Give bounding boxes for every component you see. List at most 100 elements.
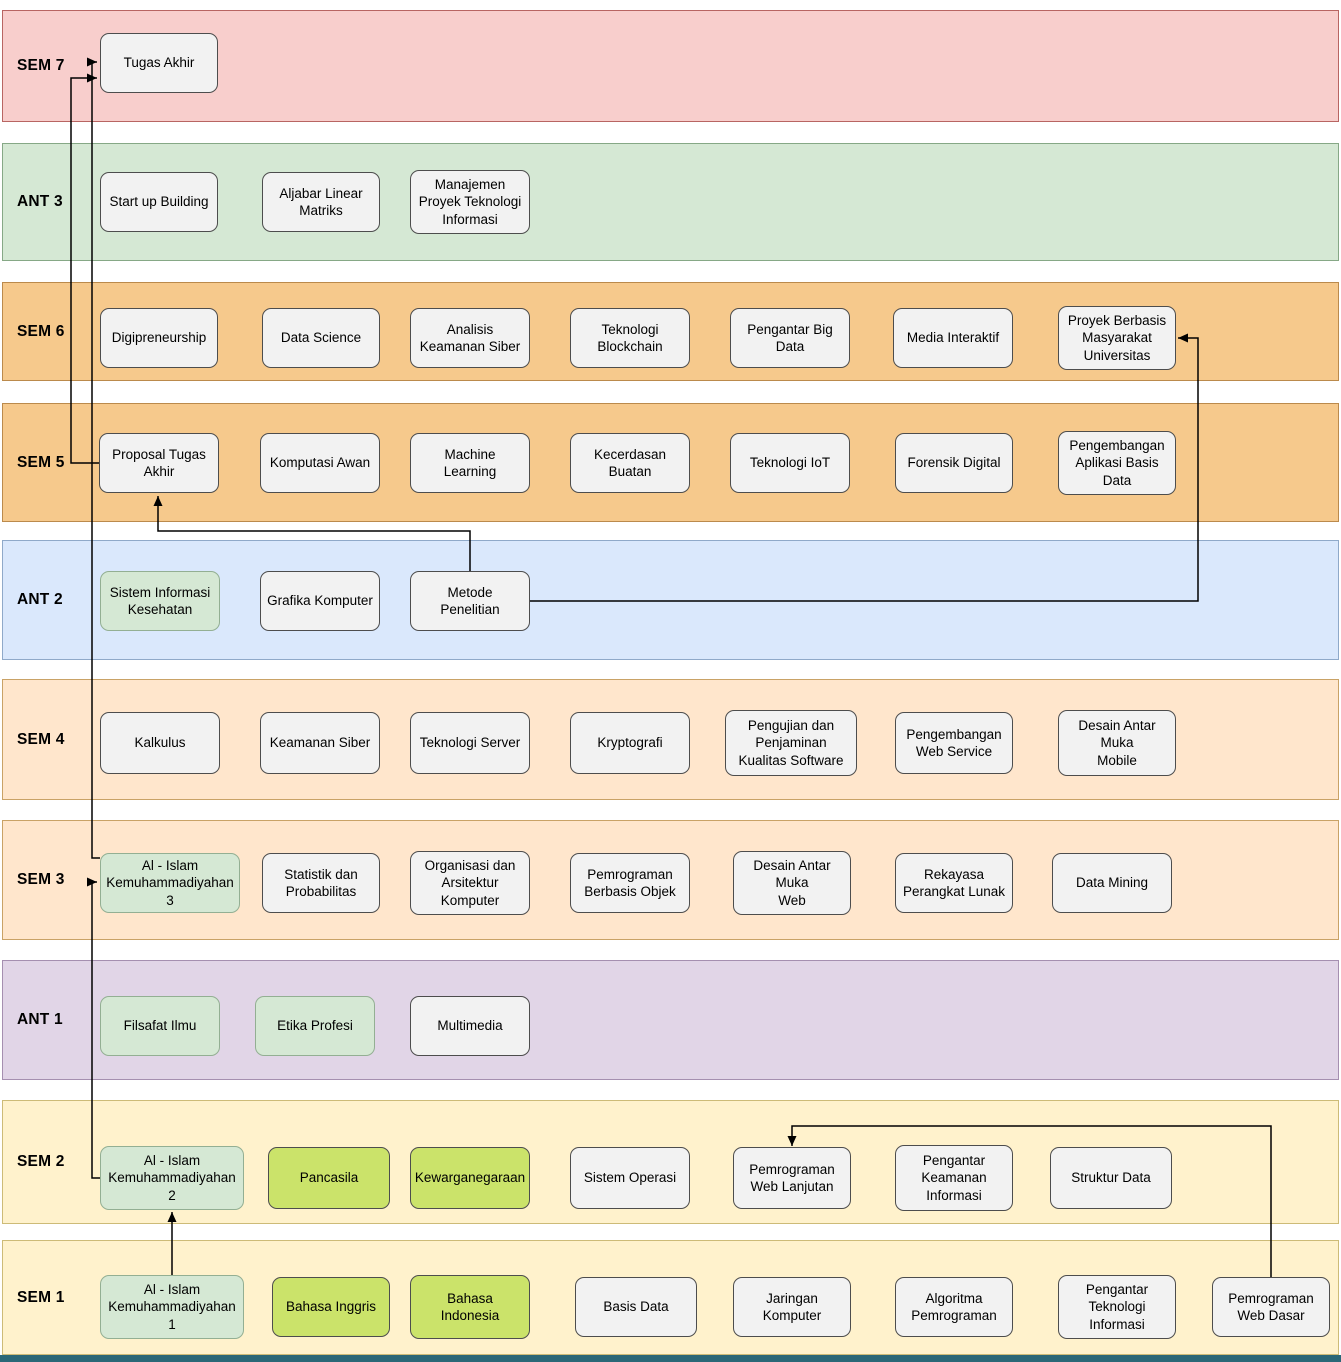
course-label: Struktur Data bbox=[1071, 1170, 1151, 1186]
row-label-sem-6: SEM 6 bbox=[17, 322, 65, 340]
course-data-mining: Data Mining bbox=[1052, 853, 1172, 913]
course-label: Kalkulus bbox=[134, 735, 186, 751]
course-label: Pengantar Teknologi Informasi bbox=[1085, 1282, 1149, 1332]
course-machine-learning: Machine Learning bbox=[410, 433, 530, 493]
row-label-sem-3: SEM 3 bbox=[17, 871, 65, 888]
course-label: Pancasila bbox=[299, 1170, 359, 1186]
course-label: Teknologi Blockchain bbox=[597, 321, 663, 354]
course-komputasi-awan: Komputasi Awan bbox=[260, 433, 380, 493]
course-etika-profesi: Etika Profesi bbox=[255, 996, 375, 1056]
course-forensik-digital: Forensik Digital bbox=[895, 433, 1013, 493]
course-label: Proposal Tugas Akhir bbox=[112, 446, 206, 479]
course-basis-data: Basis Data bbox=[575, 1277, 697, 1337]
course-label: Algoritma Pemrograman bbox=[911, 1290, 997, 1323]
course-metode-penelitian: Metode Penelitian bbox=[410, 571, 530, 631]
course-label: Desain Antar Muka Mobile bbox=[1078, 718, 1156, 768]
course-pengantar-keamanan-informasi: Pengantar Keamanan Informasi bbox=[895, 1145, 1013, 1211]
row-label-sem-4: SEM 4 bbox=[17, 730, 65, 748]
course-kewarganegaraan: Kewarganegaraan bbox=[410, 1147, 530, 1209]
course-label: Data Mining bbox=[1075, 875, 1149, 891]
row-label-sem-5: SEM 5 bbox=[17, 453, 65, 471]
course-label: Basis Data bbox=[603, 1299, 669, 1315]
row-label-sem-7: SEM 7 bbox=[17, 57, 65, 74]
course-desain-antar-muka-web: Desain Antar Muka Web bbox=[733, 851, 851, 915]
course-pemrograman-web-dasar: Pemrograman Web Dasar bbox=[1212, 1277, 1330, 1337]
course-label: Pemrograman Web Lanjutan bbox=[749, 1161, 835, 1194]
course-label: Kecerdasan Buatan bbox=[593, 446, 667, 479]
course-sistem-informasi-kesehatan: Sistem Informasi Kesehatan bbox=[100, 571, 220, 631]
course-pengantar-teknologi-informasi: Pengantar Teknologi Informasi bbox=[1058, 1275, 1176, 1339]
course-label: Proyek Berbasis Masyarakat Universitas bbox=[1067, 313, 1167, 363]
course-multimedia: Multimedia bbox=[410, 996, 530, 1056]
course-aljabar-linear-matriks: Aljabar Linear Matriks bbox=[262, 172, 380, 232]
course-al-islam-kemuhammadiyahan-2: Al - Islam Kemuhammadiyahan 2 bbox=[100, 1146, 244, 1210]
course-label: Pemrograman Web Dasar bbox=[1228, 1290, 1314, 1323]
course-al-islam-kemuhammadiyahan-1: Al - Islam Kemuhammadiyahan 1 bbox=[100, 1275, 244, 1339]
course-label: Sistem Informasi Kesehatan bbox=[109, 584, 211, 617]
course-pemrograman-berbasis-objek: Pemrograman Berbasis Objek bbox=[570, 853, 690, 913]
course-label: Keamanan Siber bbox=[269, 735, 371, 751]
course-label: Sistem Operasi bbox=[583, 1170, 677, 1186]
course-kryptografi: Kryptografi bbox=[570, 712, 690, 774]
course-digipreneurship: Digipreneurship bbox=[100, 308, 218, 368]
course-kecerdasan-buatan: Kecerdasan Buatan bbox=[570, 433, 690, 493]
course-label: Pengembangan Web Service bbox=[906, 726, 1002, 759]
course-label: Aljabar Linear Matriks bbox=[279, 185, 363, 218]
row-label-ant-3: ANT 3 bbox=[17, 193, 63, 210]
course-kalkulus: Kalkulus bbox=[100, 712, 220, 774]
course-pengembangan-aplikasi-basis-data: Pengembangan Aplikasi Basis Data bbox=[1058, 431, 1176, 495]
course-label: Pengantar Big Data bbox=[747, 321, 833, 354]
course-label: Multimedia bbox=[437, 1018, 503, 1034]
course-proyek-berbasis-masyarakat-universitas: Proyek Berbasis Masyarakat Universitas bbox=[1058, 306, 1176, 370]
row-label-ant-1: ANT 1 bbox=[17, 1011, 63, 1028]
course-data-science: Data Science bbox=[262, 308, 380, 368]
course-label: Bahasa Inggris bbox=[285, 1299, 377, 1315]
course-label: Organisasi dan Arsitektur Komputer bbox=[424, 858, 516, 908]
row-label-ant-2: ANT 2 bbox=[17, 591, 63, 608]
course-pengujian-dan-penjaminan-kualitas-software: Pengujian dan Penjaminan Kualitas Softwa… bbox=[725, 710, 857, 776]
course-label: Al - Islam Kemuhammadiyahan 2 bbox=[108, 1153, 236, 1203]
course-keamanan-siber: Keamanan Siber bbox=[260, 712, 380, 774]
course-bahasa-indonesia: Bahasa Indonesia bbox=[410, 1275, 530, 1339]
course-organisasi-dan-arsitektur-komputer: Organisasi dan Arsitektur Komputer bbox=[410, 851, 530, 915]
course-start-up-building: Start up Building bbox=[100, 172, 218, 232]
course-pemrograman-web-lanjutan: Pemrograman Web Lanjutan bbox=[733, 1147, 851, 1209]
course-label: Analisis Keamanan Siber bbox=[419, 321, 521, 354]
course-label: Media Interaktif bbox=[906, 330, 1000, 346]
course-label: Al - Islam Kemuhammadiyahan 1 bbox=[108, 1282, 236, 1332]
course-label: Rekayasa Perangkat Lunak bbox=[902, 866, 1006, 899]
band-ant-1: ANT 1 bbox=[2, 960, 1339, 1080]
row-label-sem-2: SEM 2 bbox=[17, 1153, 65, 1170]
course-algoritma-pemrograman: Algoritma Pemrograman bbox=[895, 1277, 1013, 1337]
course-label: Grafika Komputer bbox=[267, 593, 373, 609]
course-tugas-akhir: Tugas Akhir bbox=[100, 33, 218, 93]
course-label: Filsafat Ilmu bbox=[123, 1018, 197, 1034]
course-pengembangan-web-service: Pengembangan Web Service bbox=[895, 712, 1013, 774]
course-label: Al - Islam Kemuhammadiyahan 3 bbox=[106, 858, 234, 908]
course-proposal-tugas-akhir: Proposal Tugas Akhir bbox=[99, 433, 219, 493]
course-label: Statistik dan Probabilitas bbox=[284, 866, 358, 899]
course-grafika-komputer: Grafika Komputer bbox=[260, 571, 380, 631]
course-label: Digipreneurship bbox=[111, 330, 207, 346]
course-label: Kewarganegaraan bbox=[414, 1170, 526, 1186]
course-manajemen-proyek-teknologi-informasi: Manajemen Proyek Teknologi Informasi bbox=[410, 170, 530, 234]
course-statistik-dan-probabilitas: Statistik dan Probabilitas bbox=[262, 853, 380, 913]
course-bahasa-inggris: Bahasa Inggris bbox=[272, 1277, 390, 1337]
course-label: Start up Building bbox=[109, 194, 209, 210]
course-label: Tugas Akhir bbox=[123, 55, 195, 71]
course-label: Forensik Digital bbox=[907, 455, 1001, 471]
course-teknologi-blockchain: Teknologi Blockchain bbox=[570, 308, 690, 368]
course-label: Pengujian dan Penjaminan Kualitas Softwa… bbox=[738, 718, 844, 768]
course-label: Machine Learning bbox=[443, 446, 497, 479]
course-label: Jaringan Komputer bbox=[762, 1290, 822, 1323]
course-sistem-operasi: Sistem Operasi bbox=[570, 1147, 690, 1209]
course-label: Komputasi Awan bbox=[269, 455, 371, 471]
course-jaringan-komputer: Jaringan Komputer bbox=[733, 1277, 851, 1337]
course-filsafat-ilmu: Filsafat Ilmu bbox=[100, 996, 220, 1056]
course-label: Teknologi IoT bbox=[749, 455, 831, 471]
course-label: Bahasa Indonesia bbox=[440, 1290, 500, 1323]
course-label: Pemrograman Berbasis Objek bbox=[584, 866, 676, 899]
course-label: Pengantar Keamanan Informasi bbox=[921, 1153, 987, 1203]
course-label: Data Science bbox=[280, 330, 362, 346]
course-label: Manajemen Proyek Teknologi Informasi bbox=[418, 177, 522, 227]
